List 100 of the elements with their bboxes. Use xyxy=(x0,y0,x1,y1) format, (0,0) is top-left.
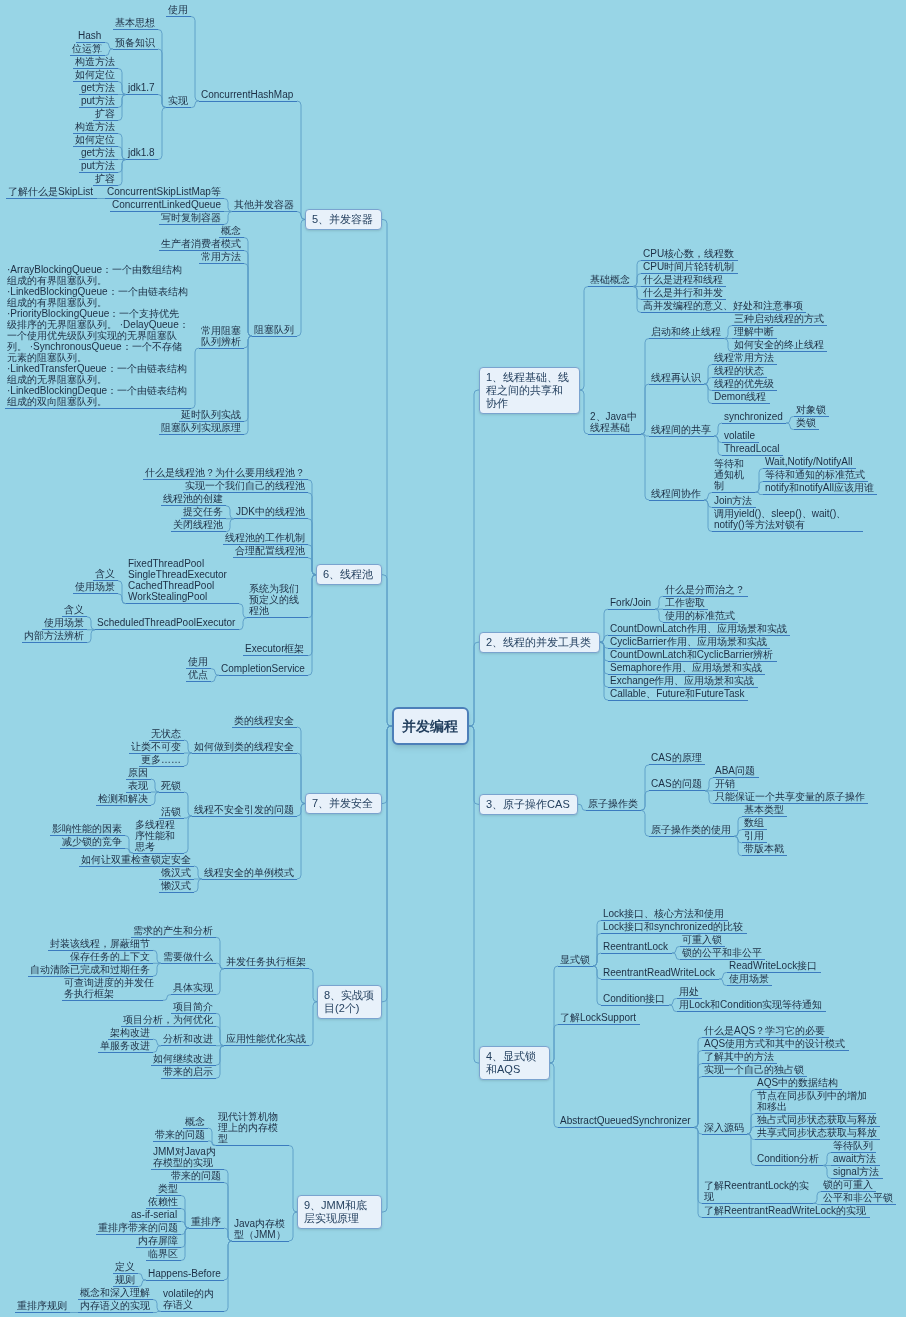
topic-label: ConcurrentSkipListMap等 xyxy=(105,186,224,199)
connector-line xyxy=(468,725,480,1064)
topic-label: 扩容 xyxy=(93,173,118,186)
connector-line xyxy=(296,211,306,220)
topic-label: 独占式同步状态获取与释放 xyxy=(755,1114,880,1127)
main-topic-box: 3、原子操作CAS xyxy=(479,793,578,815)
connector-line xyxy=(215,936,225,970)
topic-label: 带来的问题 xyxy=(169,1170,224,1183)
topic-label: 项目分析，为何优化 xyxy=(121,1013,216,1027)
topic-label: AQS中的数据结构 xyxy=(755,1077,842,1090)
topic-label: Hash xyxy=(76,30,105,43)
connector-line xyxy=(812,1203,822,1205)
connector-line xyxy=(599,608,609,643)
topic-label: get方法 xyxy=(79,147,118,160)
connector-line xyxy=(308,1001,318,1047)
connector-line xyxy=(785,422,795,430)
topic-label: 含义 xyxy=(93,568,118,582)
topic-label: 架构改进 xyxy=(108,1026,153,1040)
connector-line xyxy=(288,1145,298,1213)
topic-label: 显式锁 xyxy=(558,953,593,967)
connector-line xyxy=(704,790,714,805)
topic-label: 数组 xyxy=(742,817,767,831)
topic-label: CompletionService xyxy=(219,662,308,676)
topic-label: get方法 xyxy=(79,82,118,95)
main-topic-box: 1、线程基础、线程之间的共享和协作 xyxy=(479,366,580,414)
connector-line xyxy=(592,952,602,967)
topic-label: 扩容 xyxy=(93,108,118,121)
topic-label: await方法 xyxy=(831,1153,880,1166)
topic-label: 预备知识 xyxy=(113,36,158,50)
topic-label: put方法 xyxy=(79,160,118,173)
connector-line xyxy=(117,159,127,186)
topic-label: 项目简介 xyxy=(171,1000,216,1014)
topic-label: 线程不安全引发的问题 xyxy=(192,803,297,817)
topic-label: 生产者消费者模式 xyxy=(159,238,244,251)
main-topic-box: 2、线程的并发工具类 xyxy=(479,631,600,653)
connector-line xyxy=(654,595,664,610)
connector-line xyxy=(137,1279,147,1287)
topic-label: 调用yield()、sleep()、wait()、notify()等方法对锁有 xyxy=(712,508,863,532)
topic-label: 什么是并行和并发 xyxy=(641,287,726,300)
connector-line xyxy=(238,603,248,619)
topic-label: CPU时间片轮转机制 xyxy=(641,261,738,274)
connector-line xyxy=(117,81,127,95)
connector-line xyxy=(785,416,795,424)
connector-line xyxy=(225,518,235,520)
connector-line xyxy=(215,1045,225,1079)
connector-line xyxy=(703,383,713,404)
connector-line xyxy=(117,94,127,121)
connector-line xyxy=(693,1127,703,1218)
connector-line xyxy=(296,803,306,880)
topic-label: 使用 xyxy=(186,656,211,670)
topic-label: 用Lock和Condition实现等待通知 xyxy=(677,999,826,1012)
topic-label: 可重入锁 xyxy=(680,934,725,947)
topic-label: 死锁 xyxy=(159,779,184,793)
connector-line xyxy=(183,815,193,854)
connector-line xyxy=(640,383,650,435)
topic-label: Java内存模型（JMM） xyxy=(232,1217,289,1242)
connector-line xyxy=(746,1113,756,1135)
topic-label: 线程池的工作机制 xyxy=(223,532,308,546)
topic-label: 使用 xyxy=(166,4,191,17)
topic-label: 位运算 xyxy=(70,43,105,56)
topic-label: 基础概念 xyxy=(588,274,633,287)
topic-label: Semaphore作用、应用场景和实战 xyxy=(608,661,765,675)
topic-label: 重排序带来的问题 xyxy=(96,1222,181,1235)
connector-line xyxy=(223,198,233,212)
topic-label: 了解其中的方法 xyxy=(702,1051,777,1064)
topic-label: 概念 xyxy=(183,1115,208,1129)
connector-line xyxy=(69,1312,79,1313)
topic-label: 如何定位 xyxy=(73,69,118,82)
connector-line xyxy=(822,1152,832,1166)
topic-label: 2、Java中线程基础 xyxy=(588,410,641,435)
topic-label: 理解中断 xyxy=(732,326,777,339)
connector-line xyxy=(157,94,167,108)
connector-line xyxy=(238,617,248,631)
topic-label: 保存任务的上下文 xyxy=(68,950,153,964)
connector-line xyxy=(671,946,681,954)
connector-line xyxy=(746,1133,756,1140)
topic-label: 表现 xyxy=(126,779,151,793)
connector-line xyxy=(86,616,96,631)
connector-line xyxy=(215,962,225,970)
connector-line xyxy=(733,816,743,837)
topic-label: 懒汉式 xyxy=(159,879,194,893)
connector-line xyxy=(296,752,306,804)
topic-label: 构造方法 xyxy=(73,56,118,69)
topic-label: 引用 xyxy=(742,830,767,844)
topic-label: 实现一个自己的独占锁 xyxy=(702,1064,807,1077)
topic-label: 系统为我们预定义的线程池 xyxy=(247,583,308,619)
topic-label: 线程间协作 xyxy=(649,487,704,501)
topic-label: 锁的可重入 xyxy=(821,1179,876,1192)
topic-label: 使用场景 xyxy=(727,973,772,986)
connector-line xyxy=(704,790,714,792)
topic-label: 关闭线程池 xyxy=(171,519,226,533)
topic-label: 重排序 xyxy=(189,1215,224,1229)
topic-label: Happens-Before xyxy=(146,1267,224,1281)
topic-label: 基本类型 xyxy=(742,804,787,818)
topic-label: 分析和改进 xyxy=(161,1033,216,1047)
connector-line xyxy=(703,499,713,532)
topic-label: 自动清除已完成和过期任务 xyxy=(28,963,153,977)
connector-line xyxy=(157,107,167,160)
topic-label: 节点在同步队列中的增加和移出 xyxy=(755,1090,876,1114)
connector-line xyxy=(703,383,713,391)
